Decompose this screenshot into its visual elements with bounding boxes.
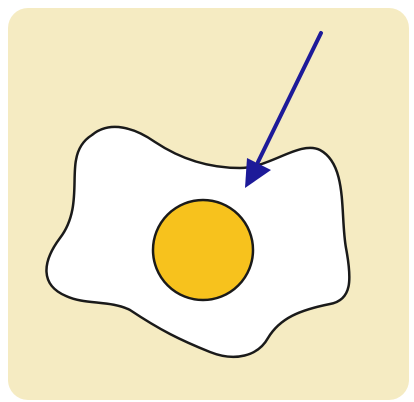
egg-yolk: [153, 200, 253, 300]
